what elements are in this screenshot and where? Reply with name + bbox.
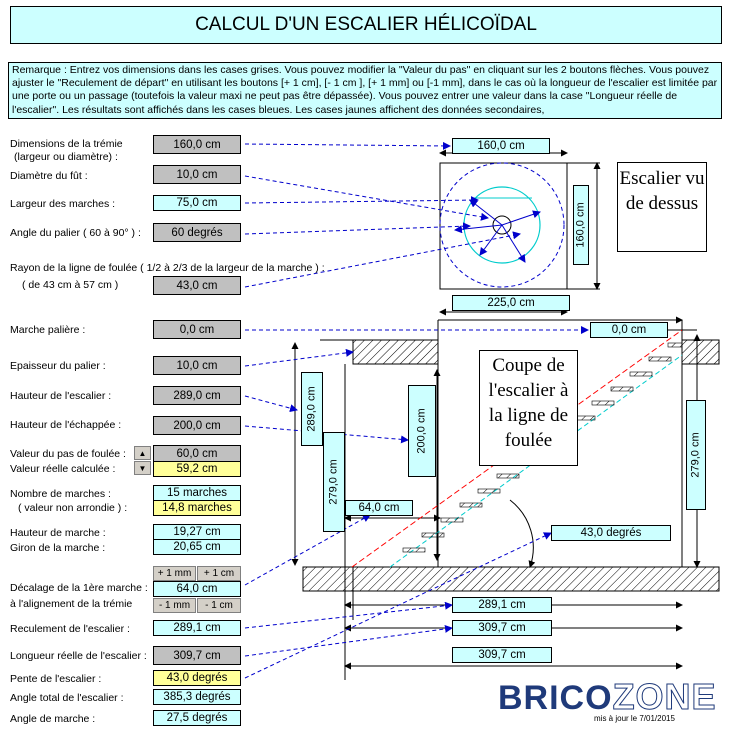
pas-label: Valeur du pas de foulée : [10, 448, 126, 460]
fut-label: Diamètre du fût : [10, 170, 88, 182]
nb-marches-sublabel: ( valeur non arrondie ) : [18, 502, 128, 514]
angle-palier-label: Angle du palier ( 60 à 90° ) : [10, 227, 141, 239]
diagram-decal: 64,0 cm [345, 500, 413, 516]
decalage-value: 64,0 cm [153, 581, 241, 597]
largeur-value: 75,0 cm [153, 195, 241, 211]
page-title: CALCUL D'UN ESCALIER HÉLICOÏDAL [10, 6, 722, 44]
giron-value: 20,65 cm [153, 539, 241, 555]
longueur-label: Longueur réelle de l'escalier : [10, 650, 147, 662]
leader-arrows [244, 141, 589, 679]
hauteur-escalier-label: Hauteur de l'escalier : [10, 390, 112, 402]
pas-up-button[interactable]: ▲ [134, 446, 151, 460]
reculement-label: Reculement de l'escalier : [10, 623, 130, 635]
epaisseur-input[interactable]: 10,0 cm [153, 356, 241, 375]
pas-input[interactable]: 60,0 cm [153, 445, 241, 462]
angle-total-label: Angle total de l'escalier : [10, 692, 124, 704]
nb-marches-value: 15 marches [153, 485, 241, 501]
angle-palier-input[interactable]: 60 degrés [153, 223, 241, 242]
diagram-v279-left: 279,0 cm [323, 432, 345, 532]
diagram-reculement: 289,1 cm [452, 597, 552, 613]
instructions-note: Remarque : Entrez vos dimensions dans le… [8, 62, 722, 119]
section-view [291, 316, 720, 680]
diagram-v289: 289,0 cm [301, 372, 323, 446]
rayon-input[interactable]: 43,0 cm [153, 276, 241, 295]
nb-marches-label: Nombre de marches : [10, 488, 111, 500]
caption-section-view: Coupe de l'escalier à la ligne de foulée [479, 350, 578, 466]
giron-label: Giron de la marche : [10, 542, 106, 554]
minus-mm-button[interactable]: - 1 mm [153, 598, 196, 613]
diagram-v200: 200,0 cm [408, 385, 436, 477]
nb-marches-raw-value: 14,8 marches [153, 500, 241, 516]
tremie-input[interactable]: 160,0 cm [153, 135, 241, 154]
logo-zone: ZONE [612, 676, 717, 718]
hauteur-marche-label: Hauteur de marche : [10, 527, 106, 539]
pas-down-button[interactable]: ▼ [134, 461, 151, 475]
rayon-label: Rayon de la ligne de foulée ( 1/2 à 2/3 … [10, 262, 325, 274]
longueur-input[interactable]: 309,7 cm [153, 646, 241, 665]
pente-value: 43,0 degrés [153, 670, 241, 686]
echappee-label: Hauteur de l'échappée : [10, 419, 122, 431]
tremie-label: Dimensions de la trémie [10, 138, 123, 150]
diagram-v279-right: 279,0 cm [686, 400, 706, 510]
diagram-pente: 43,0 degrés [551, 525, 671, 541]
logo-brico: BRICO [498, 679, 613, 717]
diagram-top-height: 160,0 cm [573, 185, 589, 265]
updated-date: mis à jour le 7/01/2015 [594, 714, 675, 723]
plus-mm-button[interactable]: + 1 mm [153, 566, 196, 581]
marche-paliere-input[interactable]: 0,0 cm [153, 320, 241, 339]
top-view [439, 149, 601, 316]
hauteur-escalier-input[interactable]: 289,0 cm [153, 386, 241, 405]
pas-reel-label: Valeur réelle calculée : [10, 463, 116, 475]
fut-input[interactable]: 10,0 cm [153, 165, 241, 184]
angle-marche-value: 27,5 degrés [153, 710, 241, 726]
pas-reel-value: 59,2 cm [153, 461, 241, 477]
marche-paliere-label: Marche palière : [10, 324, 86, 336]
decalage-sublabel: à l'alignement de la trémie [10, 598, 133, 610]
epaisseur-label: Epaisseur du palier : [10, 360, 106, 372]
tremie-sublabel: (largeur ou diamètre) : [14, 151, 118, 163]
diagram-top-below: 225,0 cm [452, 295, 570, 311]
echappee-input[interactable]: 200,0 cm [153, 416, 241, 435]
plus-cm-button[interactable]: + 1 cm [197, 566, 241, 581]
diagram-longueur-1: 309,7 cm [452, 620, 552, 636]
minus-cm-button[interactable]: - 1 cm [197, 598, 241, 613]
reculement-value: 289,1 cm [153, 620, 241, 636]
decalage-label: Décalage de la 1ère marche : [10, 582, 148, 594]
diagram-top-width: 160,0 cm [452, 138, 550, 154]
diagram-marche-paliere: 0,0 cm [590, 322, 668, 338]
pente-label: Pente de l'escalier : [10, 673, 102, 685]
angle-marche-label: Angle de marche : [10, 713, 96, 725]
rayon-sublabel: ( de 43 cm à 57 cm ) [22, 279, 119, 291]
diagram-longueur-2: 309,7 cm [452, 647, 552, 663]
bricozone-logo: BRICOZONE [498, 676, 720, 726]
largeur-label: Largeur des marches : [10, 198, 116, 210]
angle-total-value: 385,3 degrés [153, 689, 241, 705]
caption-top-view: Escalier vu de dessus [617, 162, 707, 252]
hauteur-marche-value: 19,27 cm [153, 524, 241, 540]
